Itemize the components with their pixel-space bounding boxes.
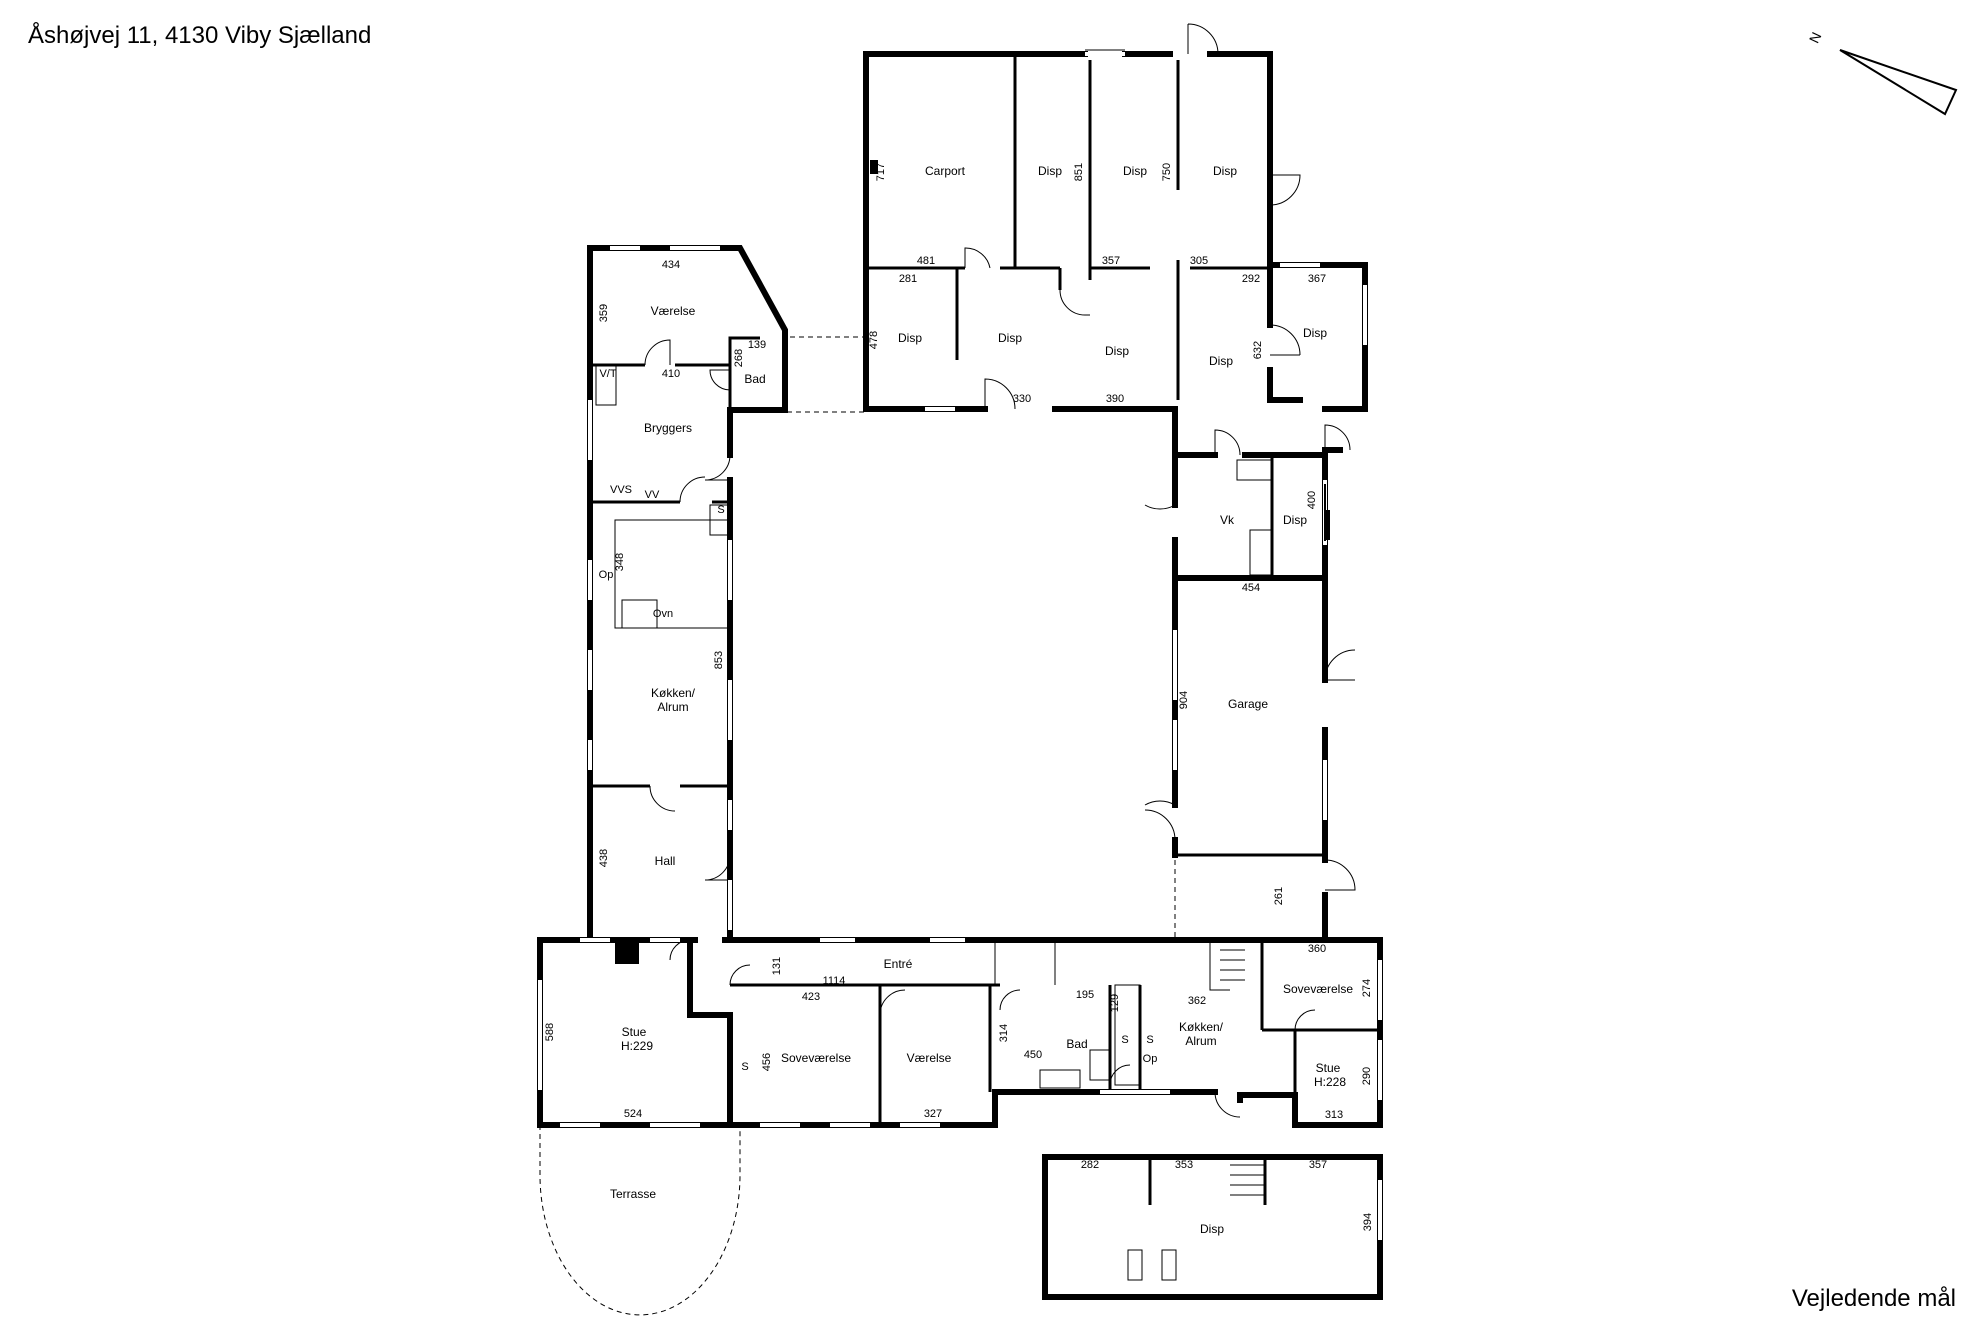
dim-label: 717 (875, 163, 887, 181)
room-garage: Garage (1228, 697, 1268, 711)
dim-label: 362 (1188, 995, 1206, 1007)
room-vk: Vk (1220, 513, 1235, 527)
room-sovevaerelse: Soveværelse (1283, 982, 1353, 996)
room-stue: Stue (622, 1025, 647, 1039)
room-entre: Entré (884, 957, 913, 971)
dim-label: 330 (1013, 393, 1031, 405)
room-disp: Disp (1200, 1222, 1224, 1236)
room-disp: Disp (1105, 344, 1129, 358)
dim-label: 359 (598, 304, 610, 322)
south-block-walls (537, 937, 1383, 1316)
dim-label: 281 (899, 273, 917, 285)
dim-label: 282 (1081, 1159, 1099, 1171)
dim-label: 290 (1361, 1067, 1373, 1085)
room-hall: Hall (655, 854, 676, 868)
dim-label: 434 (662, 259, 680, 271)
room-disp: Disp (1123, 164, 1147, 178)
fixture-labels: V/T VVS VV S Op Ovn S S S Op (599, 368, 1154, 1073)
fixture-op: Op (1143, 1053, 1158, 1065)
dim-label: 400 (1306, 491, 1318, 509)
room-stue: Stue (1316, 1061, 1341, 1075)
fixture-vt: V/T (599, 368, 616, 380)
dim-label: 423 (802, 991, 820, 1003)
dim-label: 274 (1361, 979, 1373, 997)
dim-label: 904 (1178, 691, 1190, 709)
room-vaerelse: Værelse (907, 1051, 952, 1065)
dim-label: 348 (614, 553, 626, 571)
dim-label: 394 (1362, 1213, 1374, 1231)
dim-label: 588 (544, 1023, 556, 1041)
dim-label: 360 (1308, 943, 1326, 955)
dim-label: 456 (761, 1053, 773, 1071)
west-wing-walls (587, 245, 788, 943)
dimension-labels: 717 851 750 481 281 357 305 292 367 478 … (544, 163, 1374, 1231)
property-address: Åshøjvej 11, 4130 Viby Sjælland (28, 22, 372, 49)
room-vaerelse: Værelse (651, 304, 696, 318)
dim-label: 1114 (823, 975, 846, 987)
dim-label: 367 (1308, 273, 1326, 285)
north-block-walls (760, 23, 1368, 413)
dimension-disclaimer: Vejledende mål (1791, 1285, 1956, 1312)
room-koekken-alrum: Køkken/ (1179, 1020, 1224, 1034)
fixture-s: S (741, 1061, 748, 1073)
dim-label: 139 (748, 339, 766, 351)
compass-icon: N (1806, 30, 1958, 116)
fixture-s: S (1121, 1034, 1128, 1046)
dim-label: 268 (733, 349, 745, 367)
dim-label: 195 (1076, 989, 1094, 1001)
dim-label: 481 (917, 255, 935, 267)
detached-disp-walls (1042, 1154, 1383, 1300)
room-disp: Disp (898, 331, 922, 345)
room-stue-height: H:228 (1314, 1075, 1346, 1089)
east-wing-walls (1144, 406, 1356, 943)
room-bryggers: Bryggers (644, 421, 692, 435)
room-sovevaerelse: Soveværelse (781, 1051, 851, 1065)
dim-label: 390 (1106, 393, 1124, 405)
room-disp: Disp (1213, 164, 1237, 178)
fixture-vvs: VVS (610, 484, 632, 496)
room-bad: Bad (744, 372, 765, 386)
dim-label: 478 (868, 331, 880, 349)
room-koekken-alrum: Køkken/ (651, 686, 696, 700)
room-carport: Carport (925, 164, 966, 178)
dim-label: 357 (1102, 255, 1120, 267)
room-disp: Disp (1209, 354, 1233, 368)
fixture-vv: VV (645, 489, 660, 501)
dim-label: 357 (1309, 1159, 1327, 1171)
dim-label: 261 (1273, 887, 1285, 905)
room-disp: Disp (1038, 164, 1062, 178)
dim-label: 750 (1161, 163, 1173, 181)
dim-label: 851 (1073, 163, 1085, 181)
dim-label: 450 (1024, 1049, 1042, 1061)
dim-label: 524 (624, 1108, 642, 1120)
dim-label: 313 (1325, 1109, 1343, 1121)
dim-label: 131 (771, 957, 783, 975)
room-disp: Disp (1283, 513, 1307, 527)
dim-label: 853 (713, 651, 725, 669)
fixture-ovn: Ovn (653, 608, 673, 620)
dim-label: 292 (1242, 273, 1260, 285)
fixture-s: S (717, 504, 724, 516)
room-koekken-alrum: Alrum (1185, 1034, 1216, 1048)
room-terrasse: Terrasse (610, 1187, 656, 1201)
room-labels: Carport Disp Disp Disp Disp Disp Disp Di… (610, 164, 1353, 1236)
room-disp: Disp (1303, 326, 1327, 340)
compass-north-label: N (1806, 30, 1825, 46)
fixture-s: S (1146, 1034, 1153, 1046)
dim-label: 410 (662, 368, 680, 380)
room-koekken-alrum: Alrum (657, 700, 688, 714)
fixture-op: Op (599, 569, 614, 581)
dim-label: 353 (1175, 1159, 1193, 1171)
dim-label: 129 (1109, 994, 1121, 1012)
dim-label: 305 (1190, 255, 1208, 267)
room-bad: Bad (1066, 1037, 1087, 1051)
room-disp: Disp (998, 331, 1022, 345)
dim-label: 327 (924, 1108, 942, 1120)
dim-label: 632 (1252, 341, 1264, 359)
dim-label: 454 (1242, 582, 1260, 594)
dim-label: 314 (998, 1024, 1010, 1042)
dim-label: 438 (598, 849, 610, 867)
room-stue-height: H:229 (621, 1039, 653, 1053)
